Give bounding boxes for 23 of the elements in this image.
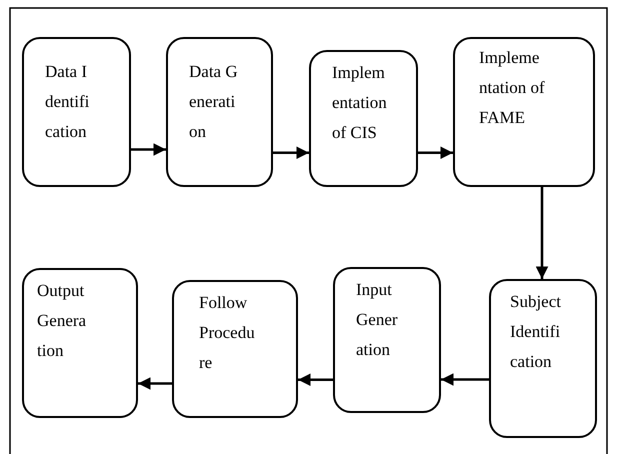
arrow bbox=[138, 377, 172, 390]
arrow bbox=[131, 143, 166, 156]
arrow bbox=[418, 146, 453, 159]
process-box bbox=[333, 267, 441, 413]
process-box bbox=[22, 268, 138, 418]
process-box bbox=[489, 279, 597, 438]
box-label: Input Generation bbox=[356, 279, 398, 361]
box-label: Implementation of CIS bbox=[332, 62, 388, 144]
box-label: Data Generation bbox=[189, 61, 239, 143]
box-label: Implementation of FAME bbox=[479, 47, 545, 129]
process-box bbox=[309, 50, 418, 187]
process-box bbox=[453, 37, 595, 187]
box-label: Subject Identification bbox=[510, 291, 562, 373]
process-box bbox=[22, 37, 131, 187]
process-box bbox=[172, 280, 298, 418]
arrow bbox=[441, 373, 489, 386]
box-label: Data Identification bbox=[45, 61, 90, 143]
arrow bbox=[298, 374, 333, 386]
arrow bbox=[273, 146, 309, 159]
process-box bbox=[166, 37, 273, 187]
arrow bbox=[536, 187, 548, 279]
box-label: Follow Procedure bbox=[199, 292, 256, 374]
box-label: Output Generation bbox=[37, 280, 87, 362]
